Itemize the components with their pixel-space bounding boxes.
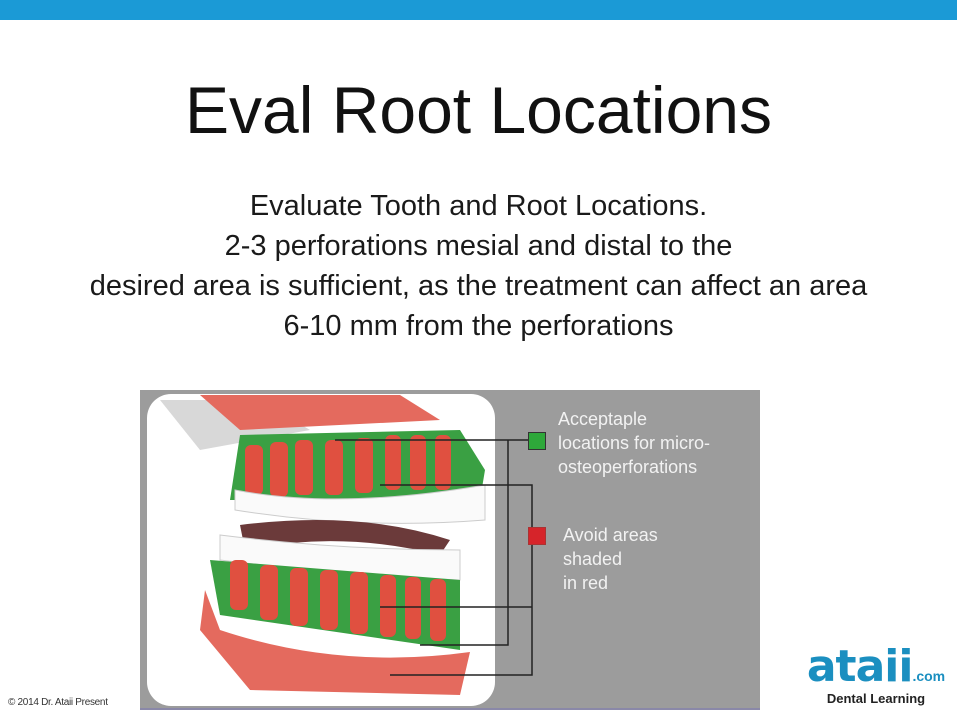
legend-line: Avoid areas xyxy=(563,525,658,545)
body-line: desired area is sufficient, as the treat… xyxy=(89,270,868,302)
legend-swatch-green xyxy=(528,432,546,450)
top-accent-bar xyxy=(0,0,957,20)
copyright-text: © 2014 Dr. Ataii Present xyxy=(8,697,108,708)
legend-line: shaded xyxy=(563,549,623,569)
body-line: 6-10 mm from the perforations xyxy=(283,310,674,342)
legend-acceptable-label: Acceptaple locations for micro- osteoper… xyxy=(558,407,710,479)
body-line: Evaluate Tooth and Root Locations. xyxy=(249,190,708,222)
jaw-illustration xyxy=(147,394,533,706)
logo-suffix: .com xyxy=(912,668,946,684)
slide-title: Eval Root Locations xyxy=(184,73,772,147)
logo-main-text: ataii xyxy=(806,641,914,692)
slide-body: Evaluate Tooth and Root Locations. 2-3 p… xyxy=(0,186,957,346)
legend-line: osteoperforations xyxy=(558,457,698,477)
jaw-diagram: Acceptaple locations for micro- osteoper… xyxy=(140,390,760,710)
ataii-logo: ataii.com Dental Learning xyxy=(800,645,952,707)
body-line: 2-3 perforations mesial and distal to th… xyxy=(224,230,733,262)
legend-avoid-label: Avoid areas shaded in red xyxy=(563,523,658,595)
legend-swatch-red xyxy=(528,527,546,545)
logo-tagline: Dental Learning xyxy=(826,691,926,706)
legend-line: in red xyxy=(563,573,609,593)
legend-line: locations for micro- xyxy=(558,433,711,453)
legend-line: Acceptaple xyxy=(558,409,648,429)
